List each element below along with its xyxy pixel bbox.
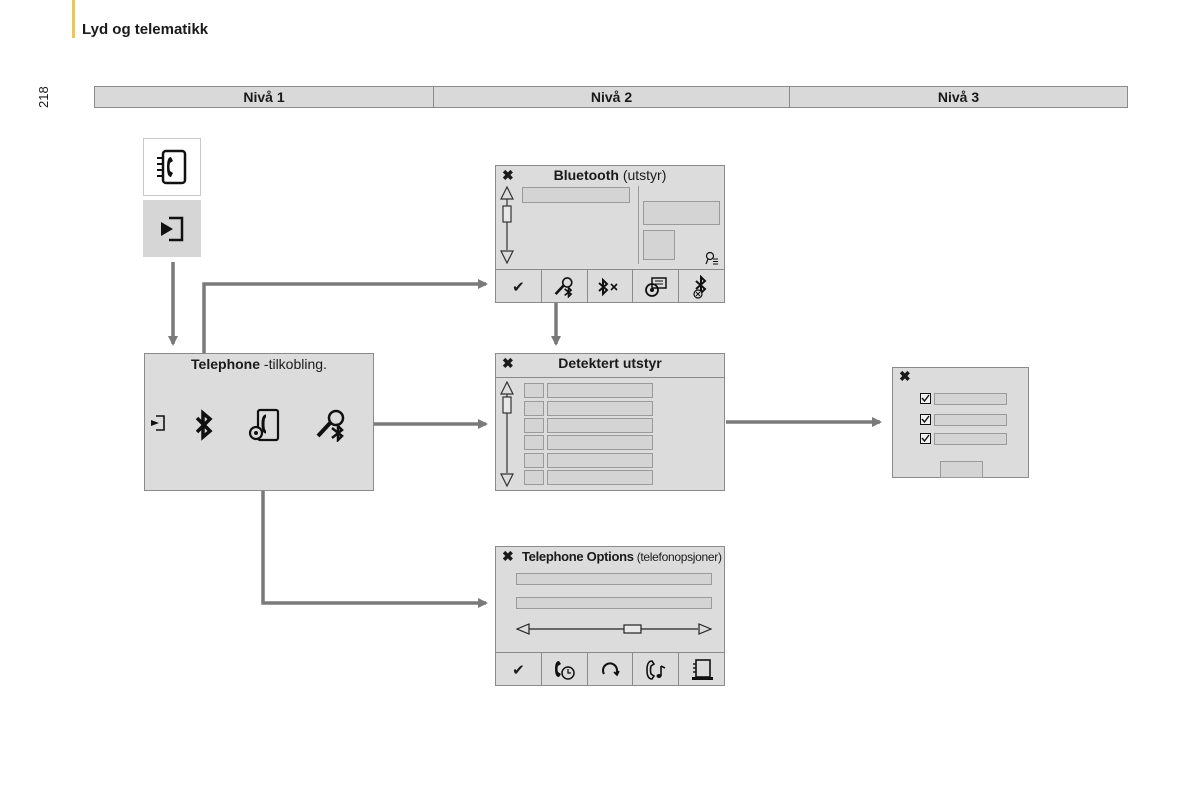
section-title: Lyd og telematikk <box>82 21 209 38</box>
checkbox[interactable] <box>919 392 931 404</box>
list-item[interactable] <box>547 383 653 398</box>
level-3-label: Nivå 3 <box>937 89 980 105</box>
bluetooth-panel-title: Bluetooth (utstyr) <box>553 167 667 183</box>
confirm-button[interactable]: ✔ <box>496 653 542 686</box>
option-field[interactable] <box>516 573 712 585</box>
phone-book-icon[interactable] <box>143 138 201 196</box>
connection-search-icon[interactable] <box>311 406 351 444</box>
list-item[interactable] <box>547 470 653 485</box>
close-icon[interactable]: ✖ <box>899 368 911 384</box>
list-item-icon-cell[interactable] <box>524 435 544 450</box>
device-info-field <box>643 201 720 225</box>
bluetooth-toolbar: ✔ <box>496 269 724 303</box>
device-image-field <box>643 230 675 260</box>
list-item[interactable] <box>547 401 653 416</box>
device-details-icon[interactable] <box>704 250 720 266</box>
ringtone-icon[interactable] <box>633 653 680 686</box>
exit-icon[interactable] <box>143 200 201 257</box>
option-field <box>934 393 1007 405</box>
telephone-options-panel: ✖ Telephone Options (telefonopsjoner) ✔ <box>495 546 725 686</box>
telephone-panel-title: Telephone -tilkobling. <box>191 356 327 372</box>
ok-button[interactable] <box>940 461 983 478</box>
refresh-icon[interactable] <box>588 653 634 686</box>
list-item-icon-cell[interactable] <box>524 470 544 485</box>
options-toolbar: ✔ <box>496 652 724 686</box>
device-profile-icon[interactable] <box>633 270 680 303</box>
divider <box>638 186 639 264</box>
scrollbar[interactable] <box>500 381 514 487</box>
option-field[interactable] <box>516 597 712 609</box>
level-1-label: Nivå 1 <box>95 87 434 107</box>
option-field <box>934 414 1007 426</box>
divider <box>496 377 724 378</box>
bluetooth-delete-icon[interactable] <box>588 270 634 303</box>
search-device-icon[interactable] <box>542 270 588 303</box>
volume-slider[interactable] <box>516 621 712 637</box>
close-icon[interactable]: ✖ <box>502 355 514 371</box>
options-panel-title: Telephone Options (telefonopsjoner) <box>522 549 722 564</box>
bluetooth-disconnect-icon[interactable] <box>679 270 724 303</box>
level3-selection-panel: ✖ <box>892 367 1029 478</box>
list-item[interactable] <box>547 418 653 433</box>
phone-settings-icon[interactable] <box>243 406 283 444</box>
confirm-button[interactable]: ✔ <box>496 270 542 303</box>
telephone-connection-panel: Telephone -tilkobling. <box>144 353 374 491</box>
detected-panel-title: Detektert utstyr <box>558 355 662 371</box>
option-field <box>934 433 1007 445</box>
page-number: 218 <box>36 86 51 108</box>
list-item[interactable] <box>547 453 653 468</box>
call-log-icon[interactable] <box>542 653 588 686</box>
device-list-item[interactable] <box>522 187 630 203</box>
checkbox[interactable] <box>919 432 931 444</box>
list-item-icon-cell[interactable] <box>524 453 544 468</box>
close-icon[interactable]: ✖ <box>502 167 514 183</box>
list-item-icon-cell[interactable] <box>524 383 544 398</box>
contact-list-icon[interactable] <box>679 653 724 686</box>
list-item[interactable] <box>547 435 653 450</box>
list-item-icon-cell[interactable] <box>524 401 544 416</box>
level-2-label: Nivå 2 <box>434 87 790 107</box>
checkbox[interactable] <box>919 413 931 425</box>
bluetooth-devices-panel: ✖ Bluetooth (utstyr) ✔ <box>495 165 725 303</box>
bluetooth-icon[interactable] <box>189 408 219 442</box>
list-item-icon-cell[interactable] <box>524 418 544 433</box>
level-header-bar: Nivå 1 Nivå 2 Nivå 3 <box>94 86 1128 108</box>
detected-devices-panel: ✖ Detektert utstyr <box>495 353 725 491</box>
exit-icon[interactable] <box>149 412 167 434</box>
scrollbar[interactable] <box>500 186 514 264</box>
section-marker-bar <box>72 0 75 38</box>
close-icon[interactable]: ✖ <box>502 548 514 564</box>
